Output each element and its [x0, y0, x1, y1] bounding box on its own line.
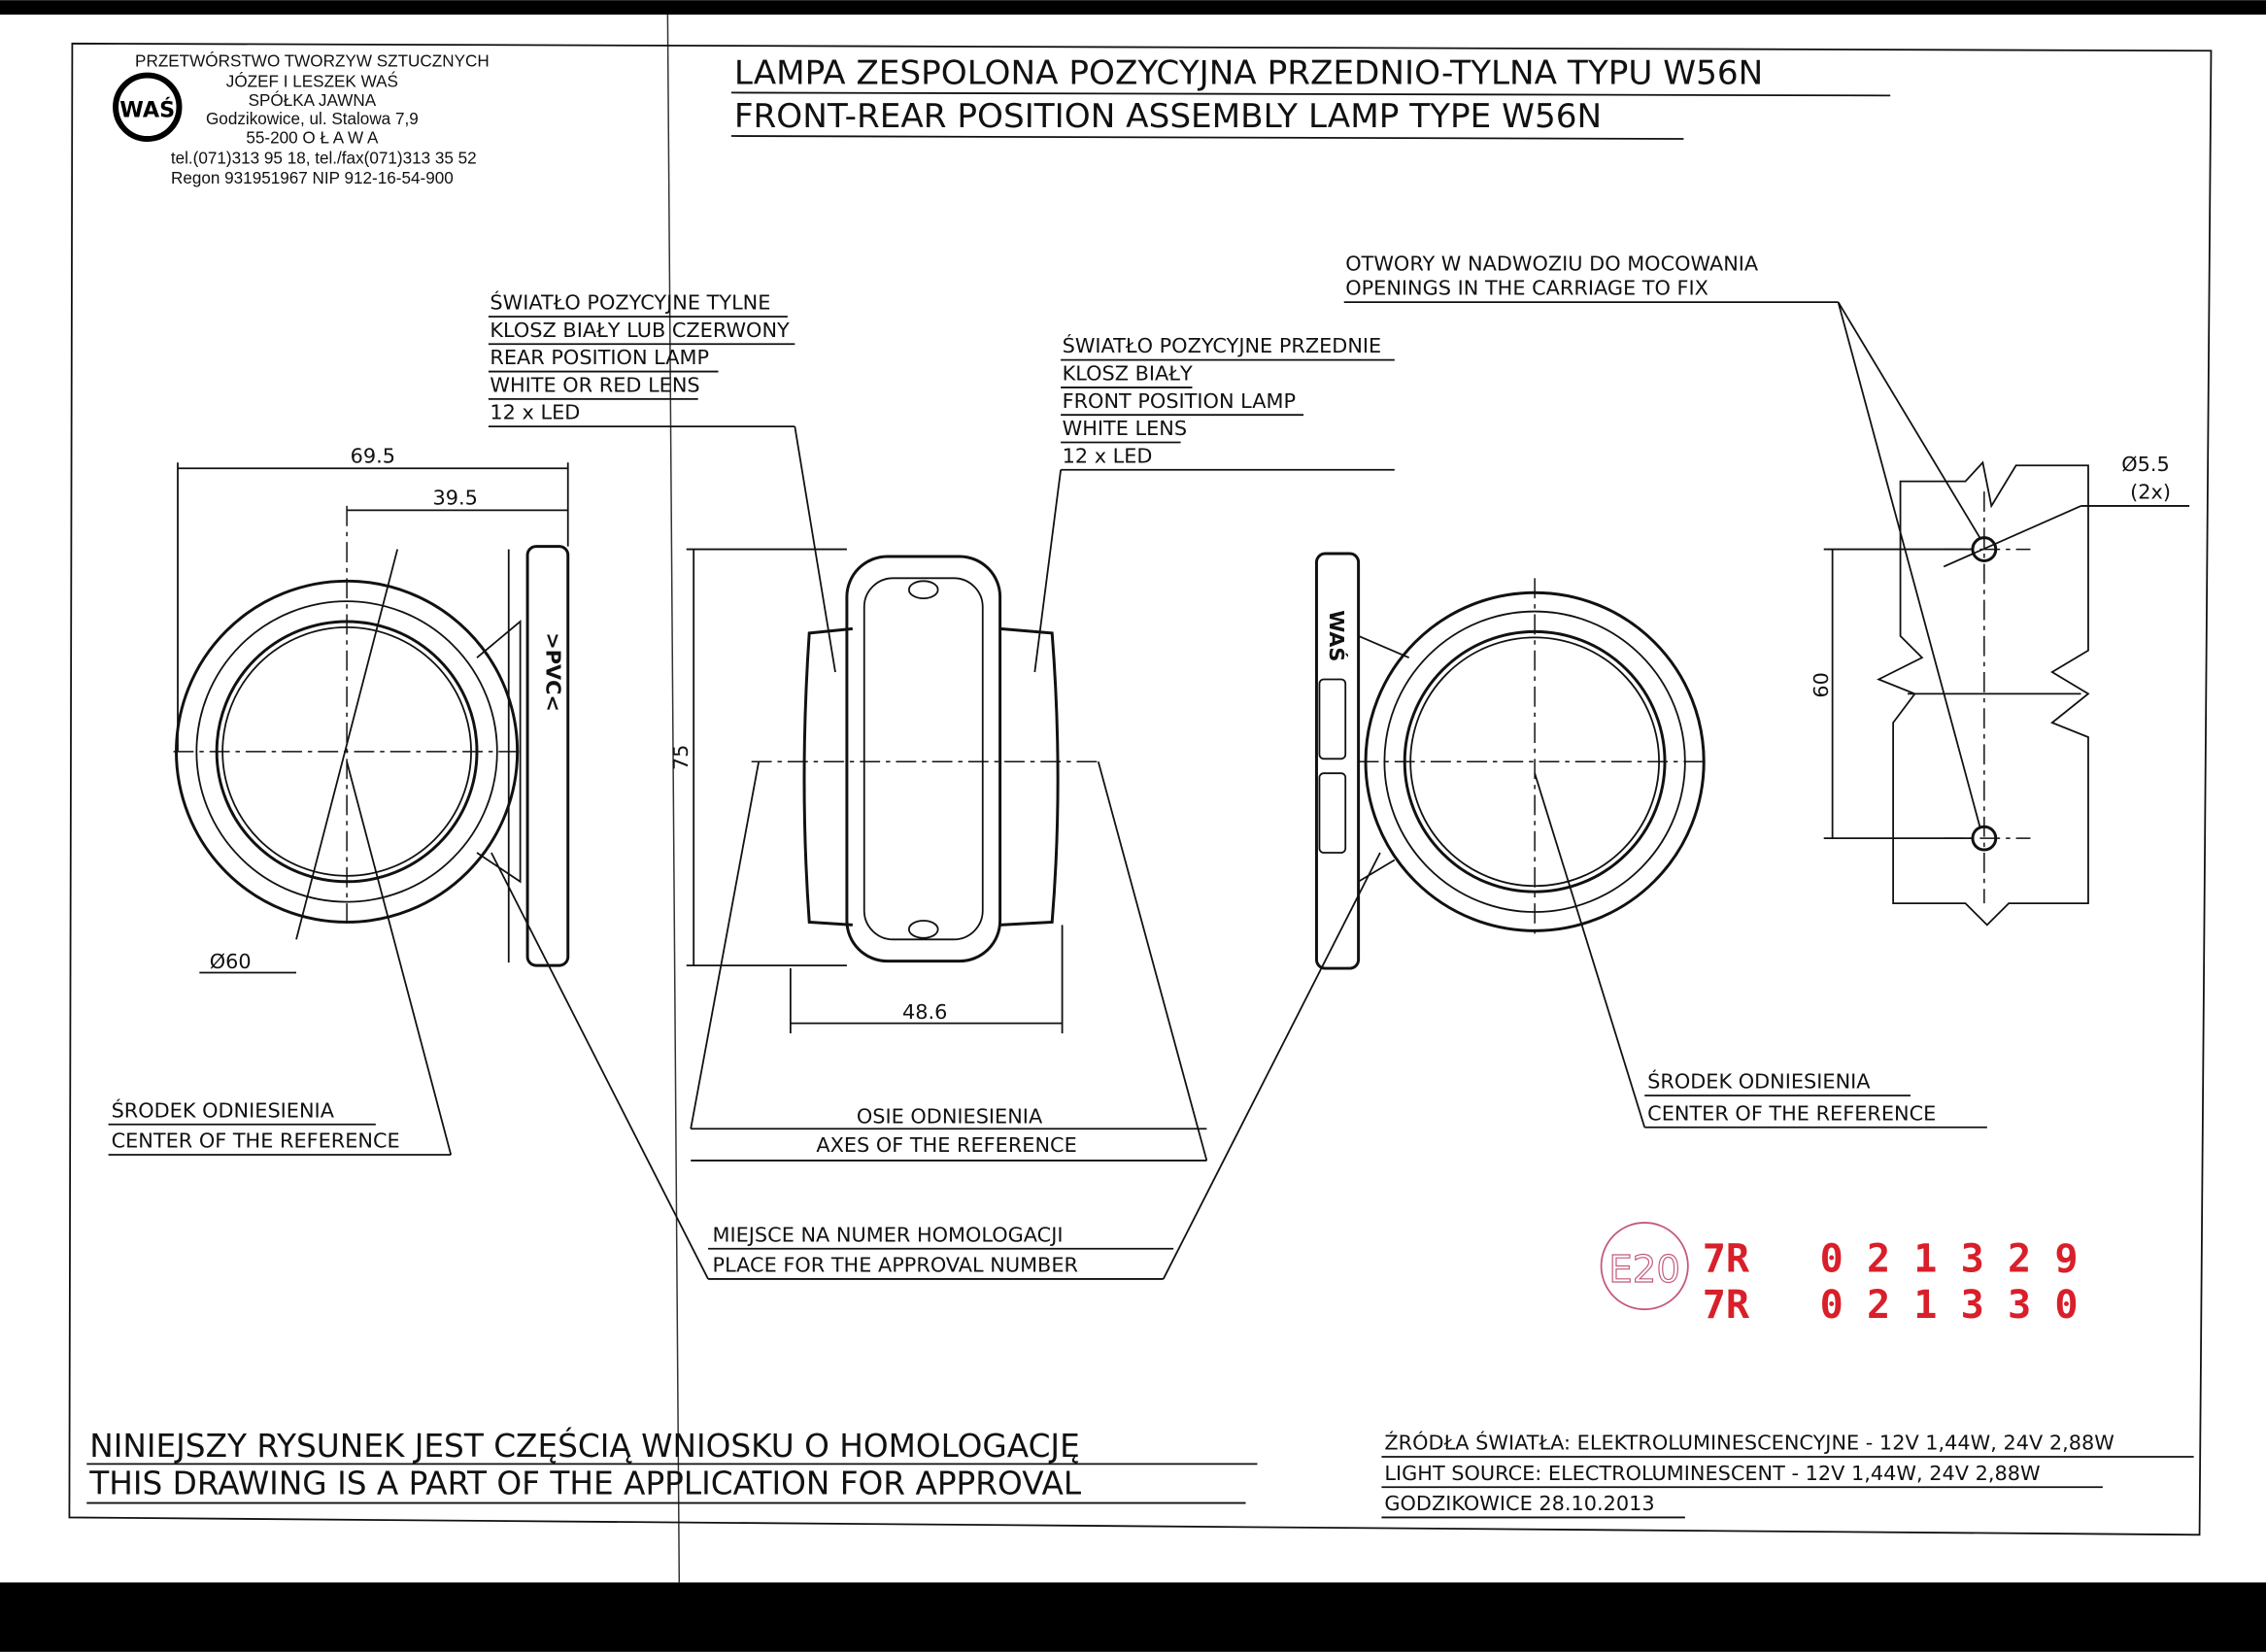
- dim-width-partial: 39.5: [432, 486, 477, 509]
- dim-width-total: 69.5: [351, 444, 395, 467]
- svg-text:OSIE ODNIESIENIA: OSIE ODNIESIENIA: [857, 1104, 1043, 1128]
- dim-hole-diameter: Ø5.5: [2121, 453, 2170, 476]
- company-logo: [113, 72, 183, 142]
- svg-text:ŚRODEK ODNIESIENIA: ŚRODEK ODNIESIENIA: [112, 1097, 335, 1122]
- scan-fold-line: [666, 15, 681, 1583]
- notice-pl: NINIEJSZY RYSUNEK JEST CZĘŚCIĄ WNIOSKU O…: [89, 1427, 1080, 1465]
- company-address: Godzikowice, ul. Stalowa 7,9: [206, 110, 419, 128]
- scan-top-edge: [0, 0, 2266, 16]
- mounting-plate: [1877, 460, 2090, 927]
- svg-text:12 x LED: 12 x LED: [490, 401, 580, 424]
- svg-text:CENTER OF THE REFERENCE: CENTER OF THE REFERENCE: [1647, 1101, 1936, 1125]
- svg-text:OPENINGS IN THE CARRIAGE TO FI: OPENINGS IN THE CARRIAGE TO FIX: [1345, 277, 1708, 300]
- company-city: 55-200 O Ł A W A: [246, 128, 379, 147]
- company-form: SPÓŁKA JAWNA: [249, 91, 377, 110]
- front-lamp-label: ŚWIATŁO POZYCYJNE PRZEDNIE KLOSZ BIAŁY F…: [1033, 333, 1395, 673]
- svg-text:AXES OF THE REFERENCE: AXES OF THE REFERENCE: [816, 1133, 1076, 1157]
- dim-diameter: Ø60: [210, 950, 252, 973]
- title-pl: LAMPA ZESPOLONA POZYCYJNA PRZEDNIO-TYLNA…: [734, 53, 1763, 92]
- approval-number-1: 7R 0 2 1 3 2 9: [1703, 1237, 2079, 1282]
- rear-lamp-view: >PVC<: [173, 505, 570, 967]
- svg-text:KLOSZ BIAŁY LUB CZERWONY: KLOSZ BIAŁY LUB CZERWONY: [490, 319, 790, 342]
- svg-text:12 x LED: 12 x LED: [1063, 444, 1153, 467]
- light-source-pl: ŹRÓDŁA ŚWIATŁA: ELEKTROLUMINESCENCYJNE -…: [1384, 1431, 2114, 1455]
- drawing-frame: [68, 42, 2213, 1536]
- pvc-mark: >PVC<: [541, 632, 564, 712]
- was-mark: WAŚ: [1325, 610, 1349, 661]
- e20-mark: E20: [1608, 1248, 1680, 1292]
- company-block: WAŚ PRZETWÓRSTWO TWORZYW SZTUCZNYCH JÓZE…: [113, 52, 490, 187]
- openings-label: OTWORY W NADWOZIU DO MOCOWANIA OPENINGS …: [1343, 252, 1981, 827]
- approval-stamp: E20 7R 0 2 1 3 2 9 7R 0 2 1 3 3 0: [1600, 1222, 2079, 1328]
- rear-lamp-label: ŚWIATŁO POZYCYJNE TYLNE KLOSZ BIAŁY LUB …: [488, 290, 836, 673]
- notice-en: THIS DRAWING IS A PART OF THE APPLICATIO…: [88, 1466, 1082, 1502]
- svg-text:OTWORY W NADWOZIU DO MOCOWANIA: OTWORY W NADWOZIU DO MOCOWANIA: [1345, 252, 1759, 275]
- svg-text:ŚRODEK ODNIESIENIA: ŚRODEK ODNIESIENIA: [1647, 1069, 1871, 1094]
- place-date: GODZIKOWICE 28.10.2013: [1384, 1492, 1654, 1515]
- side-view: [751, 555, 1099, 963]
- svg-text:ŚWIATŁO POZYCYJNE PRZEDNIE: ŚWIATŁO POZYCYJNE PRZEDNIE: [1063, 333, 1382, 357]
- scan-bottom-edge: [0, 1582, 2266, 1652]
- axes-reference-label: OSIE ODNIESIENIA AXES OF THE REFERENCE: [690, 761, 1208, 1162]
- front-lamp-view: WAŚ: [1314, 552, 1706, 970]
- approval-place-label: MIEJSCE NA NUMER HOMOLOGACJI PLACE FOR T…: [490, 852, 1381, 1280]
- svg-text:FRONT POSITION LAMP: FRONT POSITION LAMP: [1063, 389, 1296, 413]
- e20-seal: [1600, 1222, 1689, 1311]
- svg-text:WHITE OR RED LENS: WHITE OR RED LENS: [490, 373, 699, 396]
- svg-text:ŚWIATŁO POZYCYJNE TYLNE: ŚWIATŁO POZYCYJNE TYLNE: [490, 290, 770, 315]
- dim-hole-spacing: 60: [1809, 672, 1833, 698]
- svg-text:REAR POSITION LAMP: REAR POSITION LAMP: [490, 346, 709, 369]
- light-source-en: LIGHT SOURCE: ELECTROLUMINESCENT - 12V 1…: [1384, 1462, 2040, 1485]
- logo-text: WAŚ: [119, 96, 175, 123]
- dim-hole-count: (2x): [2130, 480, 2171, 503]
- svg-text:PLACE FOR THE APPROVAL NUMBER: PLACE FOR THE APPROVAL NUMBER: [713, 1254, 1078, 1277]
- dim-height: 75: [669, 745, 693, 771]
- svg-text:WHITE LENS: WHITE LENS: [1063, 417, 1187, 440]
- svg-text:CENTER OF THE REFERENCE: CENTER OF THE REFERENCE: [112, 1129, 400, 1153]
- title-en: FRONT-REAR POSITION ASSEMBLY LAMP TYPE W…: [734, 97, 1602, 136]
- svg-text:MIEJSCE NA NUMER HOMOLOGACJI: MIEJSCE NA NUMER HOMOLOGACJI: [713, 1223, 1064, 1246]
- company-name: PRZETWÓRSTWO TWORZYW SZTUCZNYCH: [135, 52, 490, 71]
- svg-text:KLOSZ BIAŁY: KLOSZ BIAŁY: [1063, 361, 1193, 385]
- approval-number-2: 7R 0 2 1 3 3 0: [1703, 1283, 2079, 1328]
- center-reference-right-label: ŚRODEK ODNIESIENIA CENTER OF THE REFEREN…: [1534, 772, 1987, 1129]
- dim-body-width: 48.6: [902, 1000, 947, 1024]
- company-owners: JÓZEF I LESZEK WAŚ: [226, 72, 398, 90]
- company-registration: Regon 931951967 NIP 912-16-54-900: [171, 169, 454, 187]
- center-reference-left-label: ŚRODEK ODNIESIENIA CENTER OF THE REFEREN…: [108, 761, 453, 1156]
- company-phone: tel.(071)313 95 18, tel./fax(071)313 35 …: [171, 149, 477, 167]
